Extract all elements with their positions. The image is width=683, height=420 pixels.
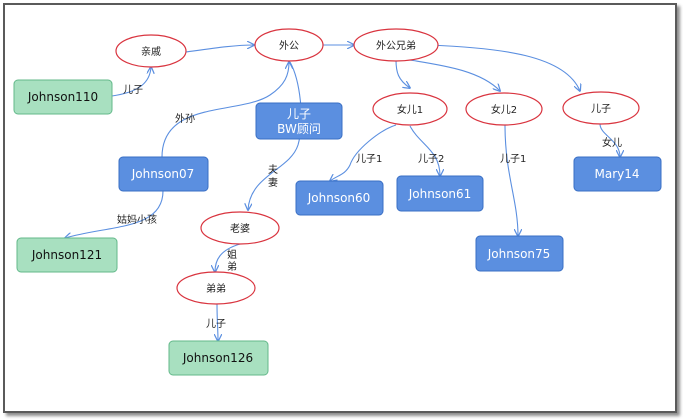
node-nver2 (465, 92, 543, 126)
edge-johnson07-johnson121 (65, 190, 164, 238)
label-waigong-xiongdi: 外公兄弟 (376, 40, 416, 52)
edge-xiongdi-nver2 (409, 59, 500, 91)
label-johnson75: Johnson75 (487, 247, 551, 261)
label-johnson121: Johnson121 (31, 248, 102, 262)
edge-labels: 儿子 外孙 夫 妻 儿子1 儿子2 儿子1 女儿 姑妈小孩 姐 弟 儿子 (117, 84, 622, 330)
node-johnson07 (118, 156, 209, 192)
edge-label: 妻 (268, 176, 278, 189)
label-waigong: 外公 (279, 40, 299, 52)
label-laopo: 老婆 (230, 222, 250, 235)
label-erzi-right: 儿子 (591, 103, 611, 115)
label-johnson60: Johnson60 (307, 191, 371, 205)
edge-qinqi-waigong (185, 45, 254, 53)
node-laopo (200, 211, 280, 245)
node-johnson126 (168, 340, 269, 376)
edge-label: 弟 (227, 261, 237, 273)
edge-nver2-johnson75 (504, 124, 518, 236)
label-johnson110: Johnson110 (27, 90, 98, 104)
edge-label: 外孙 (175, 112, 195, 125)
box-labels: Johnson110 Johnson121 Johnson126 儿子 BW顾问… (27, 90, 640, 365)
label-qinqi: 亲戚 (141, 45, 161, 58)
edge-nver1-johnson60 (330, 124, 397, 181)
edges (65, 45, 620, 341)
label-erzi-bw-line1: 儿子 (287, 107, 311, 121)
node-johnson110 (13, 79, 113, 115)
edge-label: 姐 (227, 248, 237, 261)
edge-label: 姑妈小孩 (117, 213, 157, 226)
label-mary14: Mary14 (594, 167, 639, 181)
edge-label: 儿子1 (500, 153, 526, 165)
node-waigong (254, 28, 324, 62)
edge-johnson110-qinqi (111, 67, 151, 97)
edge-laopo-didi (215, 243, 241, 272)
edge-label: 儿子1 (356, 153, 382, 165)
node-waigong-xiongdi (353, 28, 439, 62)
edge-label: 儿子 (206, 318, 226, 330)
edge-didi-johnson126 (217, 303, 218, 341)
edge-xiongdi-nver1 (395, 59, 410, 88)
node-qinqi (115, 34, 187, 68)
node-nver1 (372, 92, 448, 126)
label-johnson07: Johnson07 (131, 167, 195, 181)
ellipse-labels: 亲戚 外公 外公兄弟 女儿1 女儿2 儿子 老婆 弟弟 (141, 40, 611, 295)
node-erzi-bw (255, 102, 343, 140)
edge-johnson07-waigong (161, 62, 289, 158)
edge-erzi-mary14 (599, 123, 620, 157)
node-johnson121 (16, 237, 118, 273)
node-johnson60 (295, 180, 384, 216)
label-erzi-bw-line2: BW顾问 (277, 122, 321, 136)
node-johnson75 (475, 235, 564, 272)
node-johnson61 (396, 175, 484, 212)
label-johnson126: Johnson126 (182, 351, 253, 365)
edge-label: 儿子 (123, 84, 143, 96)
edge-label: 儿子2 (418, 153, 444, 165)
node-mary14 (573, 156, 662, 192)
node-erzi-right (562, 91, 640, 125)
label-nver1: 女儿1 (397, 103, 423, 116)
edge-label: 夫 (268, 164, 278, 176)
blue-nodes (118, 102, 662, 272)
label-johnson61: Johnson61 (408, 187, 472, 201)
node-didi (176, 271, 256, 305)
green-nodes (13, 79, 269, 376)
label-nver2: 女儿2 (491, 103, 517, 116)
label-didi: 弟弟 (206, 283, 226, 295)
edge-nver1-johnson61 (409, 125, 440, 176)
edge-waigong-laopo (248, 61, 302, 210)
edge-xiongdi-erzi (429, 44, 580, 91)
ellipse-nodes (115, 28, 640, 305)
edge-label: 女儿 (602, 136, 622, 149)
